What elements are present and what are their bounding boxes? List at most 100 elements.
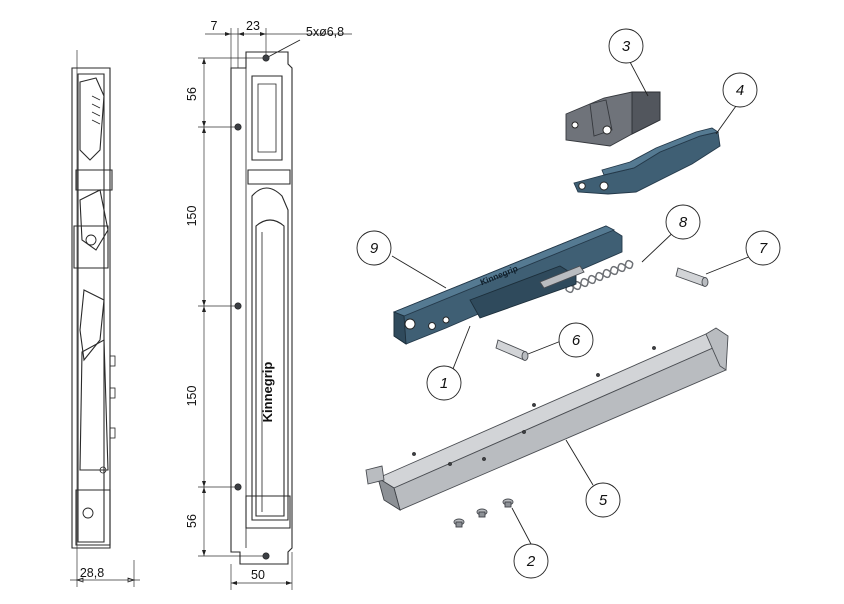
front-view-clip	[247, 169, 291, 185]
callout-5: 5	[585, 482, 621, 518]
rail-hole-2	[482, 457, 486, 461]
exploded-view: Kinnegrip	[356, 28, 781, 579]
pin-6-body	[495, 339, 527, 361]
spacing-mid1-label: 150	[185, 206, 199, 227]
housing-end	[393, 311, 407, 345]
callout-7: 7	[745, 230, 781, 266]
rail-hole-4	[532, 403, 536, 407]
rail-hole-7	[412, 452, 416, 456]
housing-hole-3	[442, 316, 450, 324]
pin-7-body	[675, 267, 707, 287]
rail-tab-left	[365, 465, 385, 485]
part-3-bracket	[565, 91, 661, 147]
side-view-housing	[73, 225, 109, 269]
svg-text:9: 9	[370, 240, 379, 257]
side-view-pin	[99, 466, 107, 474]
screw-3-shank	[504, 501, 512, 508]
leader-2	[511, 507, 532, 545]
front-view-handle-frame	[251, 187, 289, 521]
svg-text:5: 5	[599, 492, 608, 509]
side-view-base-block	[75, 489, 111, 546]
part-5-rail	[365, 327, 729, 511]
part-2-screws	[453, 498, 514, 528]
leader-7	[705, 253, 757, 275]
front-view-handle	[255, 219, 285, 517]
front-view-bottom-block	[245, 495, 291, 529]
vertical-dim-arrows	[202, 58, 206, 556]
housing-link	[539, 265, 585, 289]
rail-top-face	[377, 333, 723, 489]
leader-5	[565, 439, 594, 486]
svg-text:2: 2	[526, 553, 536, 570]
front-view-outer	[230, 51, 293, 565]
side-view: 28,8	[70, 50, 140, 587]
lever-hole-1	[578, 182, 586, 190]
side-view-handle-top	[79, 77, 105, 161]
holes-spec-label: 5xø6,8	[306, 25, 344, 39]
svg-text:3: 3	[622, 38, 631, 55]
bracket-side	[631, 91, 661, 135]
part-4-lever	[573, 127, 721, 195]
side-view-grip-ribs	[91, 95, 101, 125]
side-view-hole-bottom	[82, 507, 94, 519]
mount-hole-3	[234, 302, 242, 310]
side-view-rail	[79, 339, 109, 471]
mount-hole-1	[262, 54, 270, 62]
spacing-mid2-label: 150	[185, 386, 199, 407]
rail-tab-right	[705, 327, 729, 371]
rail-hole-6	[652, 346, 656, 350]
rail-end-face	[377, 477, 401, 511]
svg-text:1: 1	[440, 375, 448, 392]
callout-6: 6	[558, 322, 594, 358]
rail-hole-5	[596, 373, 600, 377]
side-view-tab-3	[109, 427, 116, 439]
side-view-clip-top	[75, 169, 113, 191]
svg-text:8: 8	[679, 214, 688, 231]
callout-9: 9	[356, 230, 392, 266]
callout-2: 2	[513, 543, 549, 579]
front-view-brand: Kinnegrip	[260, 362, 275, 423]
lever-hole-2	[599, 181, 609, 191]
rail-hole-3	[522, 430, 526, 434]
front-width-label: 50	[251, 568, 265, 582]
offset-23-label: 23	[246, 19, 260, 33]
part-9-housing: Kinnegrip	[392, 225, 623, 345]
leader-9	[391, 255, 447, 289]
side-view-tab-2	[109, 387, 116, 399]
leader-4	[715, 105, 737, 135]
front-view-latch-top-inner	[257, 83, 277, 153]
part-6-pin	[495, 339, 529, 361]
side-width-arrows	[75, 577, 136, 583]
side-view-link	[79, 189, 109, 251]
callout-8: 8	[665, 204, 701, 240]
callout-1: 1	[426, 365, 462, 401]
mount-hole-5	[262, 552, 270, 560]
offset-7-label: 7	[211, 19, 218, 33]
side-view-inner	[77, 73, 105, 543]
mount-hole-4	[234, 483, 242, 491]
holes-leader	[267, 39, 301, 58]
bracket-hole-2	[602, 125, 612, 135]
leader-3	[629, 61, 649, 97]
leader-6	[527, 340, 562, 355]
side-view-frame	[71, 67, 111, 549]
side-view-lever	[79, 289, 105, 362]
pin-7-end	[701, 277, 709, 287]
housing-hole-1	[404, 318, 416, 330]
callout-4: 4	[722, 72, 758, 108]
svg-text:4: 4	[736, 82, 744, 99]
svg-text:6: 6	[572, 332, 581, 349]
part-7-pin	[675, 267, 709, 287]
bracket-hole-1	[571, 121, 579, 129]
side-view-hole-top	[85, 234, 97, 246]
screw-2-shank	[478, 511, 486, 518]
pin-6-end	[521, 351, 529, 361]
lever-top	[601, 127, 720, 176]
side-width-label: 28,8	[80, 566, 104, 580]
spring-coil-back	[565, 262, 634, 294]
front-view: 7 23 5xø6,8 56 150 150 56 Kinnegrip	[185, 19, 352, 590]
side-view-tab-1	[109, 355, 116, 367]
svg-text:7: 7	[759, 240, 768, 257]
rail-hole-1	[448, 462, 452, 466]
